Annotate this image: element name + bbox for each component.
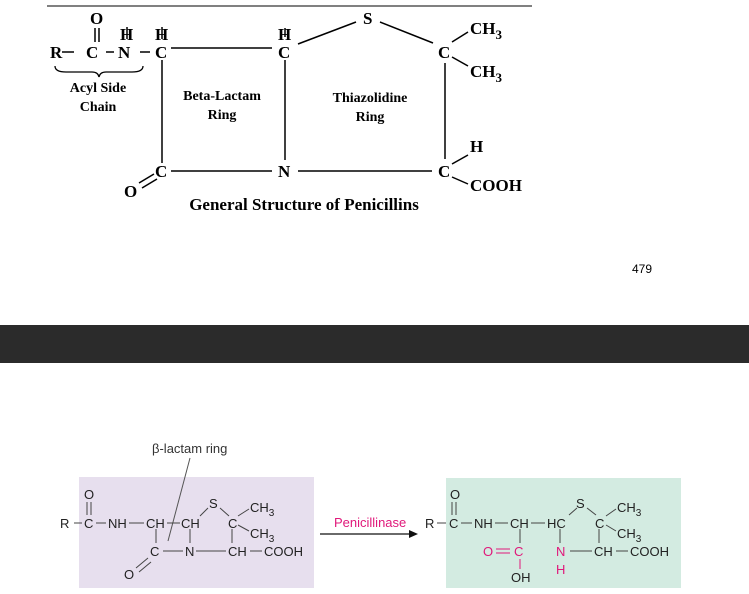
figure-caption: General Structure of Penicillins (189, 195, 419, 214)
penicillinase-label: Penicillinase (334, 515, 406, 530)
label-acyl-side-chain-2: Chain (80, 100, 117, 115)
reaction-arrowhead (409, 530, 418, 538)
page-number: 479 (632, 262, 653, 276)
label-thiazolidine-1: Thiazolidine (333, 91, 408, 106)
beta-lactam-callout: β-lactam ring (152, 441, 227, 456)
callout-pointer (167, 457, 191, 542)
atom-c-6: C (278, 43, 290, 62)
r-ch-a: CH (510, 516, 529, 531)
right-highlight-bonds (496, 548, 521, 569)
r-ch3-1: CH3 (617, 500, 642, 519)
left-bonds (74, 502, 262, 573)
label-beta-lactam-1: Beta-Lactam (183, 89, 261, 104)
l-ch-a: CH (146, 516, 165, 531)
methyl-top: CH3 (470, 19, 503, 42)
r-o-top: O (450, 487, 460, 502)
r-ch-c: CH (594, 544, 613, 559)
penicillinase-reaction: β-lactam ring O R C NH CH CH S C CH3 CH3… (60, 441, 681, 588)
r-o-acid: O (483, 544, 493, 559)
right-bonds (437, 502, 628, 552)
top-slide (0, 0, 749, 325)
right-atoms: O R C NH CH HC S C CH3 CH3 O C N H CH CO… (425, 487, 669, 585)
atom-c-alpha: C (155, 43, 167, 62)
l-o-bottom: O (124, 567, 134, 582)
atom-c-3: C (438, 162, 450, 181)
l-ch3-2: CH3 (250, 526, 275, 545)
slide-divider-bar (0, 325, 749, 363)
r-h: H (556, 562, 565, 577)
r-c-q: C (595, 516, 604, 531)
atom-h-amide: H (120, 25, 133, 44)
r-nh: NH (474, 516, 493, 531)
acyl-bracket (54, 65, 144, 78)
l-nh: NH (108, 516, 127, 531)
r-c1: C (449, 516, 458, 531)
penicillin-general-structure: O H H H S CH3 CH3 R C N C C C Acyl Side … (47, 5, 532, 214)
r-c-acid: C (514, 544, 523, 559)
r-cooh: COOH (630, 544, 669, 559)
l-o-top: O (84, 487, 94, 502)
l-ch-b: CH (181, 516, 200, 531)
atom-n-ring: N (278, 162, 291, 181)
l-ch3-1: CH3 (250, 500, 275, 519)
atom-h-6: H (278, 25, 291, 44)
label-thiazolidine-2: Ring (356, 110, 385, 125)
left-panel (79, 477, 314, 588)
r-s: S (576, 496, 585, 511)
l-c-lactam: C (150, 544, 159, 559)
atom-r: R (50, 43, 63, 62)
atom-n-amide: N (118, 43, 131, 62)
l-s: S (209, 496, 218, 511)
l-n: N (185, 544, 194, 559)
label-acyl-side-chain-1: Acyl Side (70, 81, 126, 96)
l-c1: C (84, 516, 93, 531)
label-beta-lactam-2: Ring (208, 108, 237, 123)
r-hc: HC (547, 516, 566, 531)
atom-s: S (363, 9, 372, 28)
l-c-q: C (228, 516, 237, 531)
atom-c-carbonyl: C (86, 43, 98, 62)
r-oh: OH (511, 570, 531, 585)
left-atoms: O R C NH CH CH S C CH3 CH3 C N CH COOH O (60, 487, 303, 582)
l-cooh: COOH (264, 544, 303, 559)
l-r: R (60, 516, 69, 531)
atom-o-lactam: O (124, 182, 137, 201)
atom-h-3: H (470, 137, 483, 156)
r-r: R (425, 516, 434, 531)
atom-o-carbonyl: O (90, 9, 103, 28)
r-ch3-2: CH3 (617, 526, 642, 545)
r-n: N (556, 544, 565, 559)
atom-c-2: C (438, 43, 450, 62)
atom-c-lactam: C (155, 162, 167, 181)
l-ch-c: CH (228, 544, 247, 559)
atom-cooh: COOH (470, 176, 522, 195)
atom-h-alpha: H (155, 25, 168, 44)
right-panel (446, 478, 681, 588)
bonds (62, 21, 469, 189)
methyl-bottom: CH3 (470, 62, 503, 85)
